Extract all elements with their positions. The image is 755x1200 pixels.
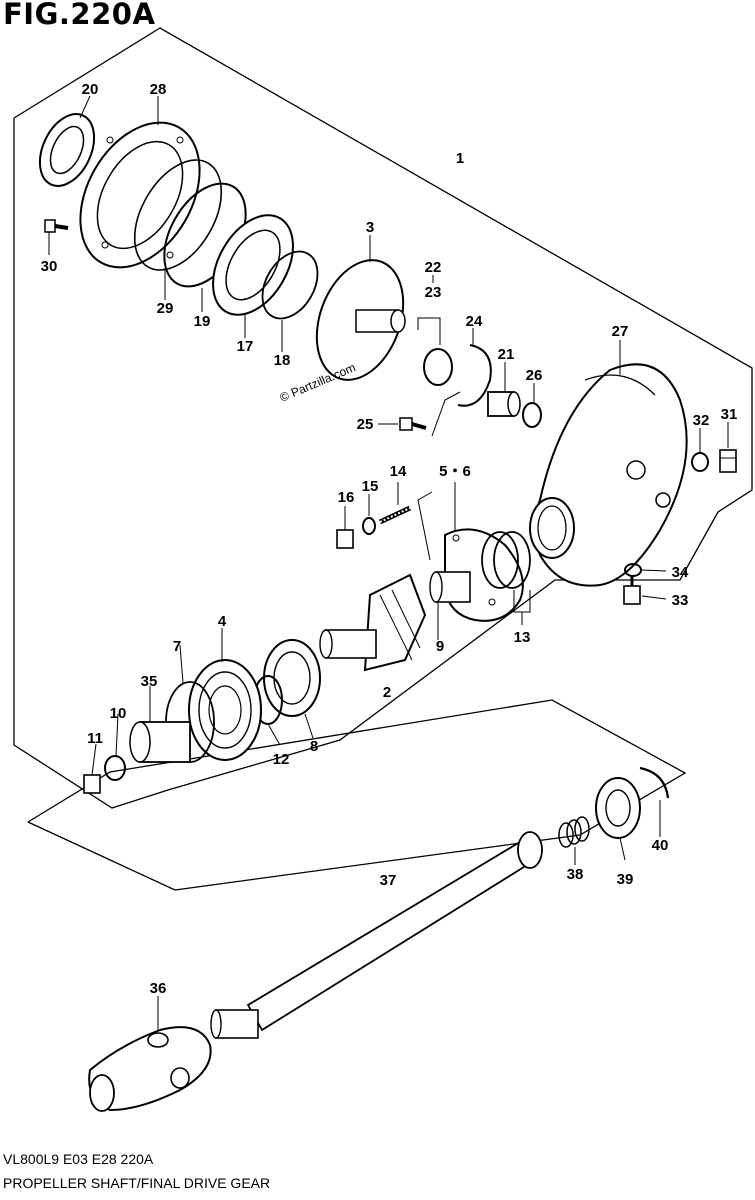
- callout-27: 27: [612, 323, 629, 340]
- bolt-part-30[interactable]: [44, 219, 69, 233]
- o-ring-part-18[interactable]: [251, 242, 329, 328]
- callout-3: 3: [366, 219, 374, 236]
- washer-part-15[interactable]: [362, 517, 376, 535]
- figure-title: FIG.220A: [3, 0, 156, 31]
- shim-part-23[interactable]: [423, 348, 453, 386]
- callout-35: 35: [141, 673, 158, 690]
- callout-14: 14: [390, 463, 407, 480]
- callout-1: 1: [456, 150, 464, 167]
- callout-16: 16: [338, 489, 355, 506]
- circlip-part-40[interactable]: [639, 766, 670, 799]
- diagram-caption: PROPELLER SHAFT/FINAL DRIVE GEAR: [3, 1175, 271, 1191]
- callout-28: 28: [150, 81, 167, 98]
- callout-7: 7: [173, 638, 181, 655]
- callout-39: 39: [617, 871, 634, 888]
- spring-part-38[interactable]: [558, 816, 590, 848]
- bolt-part-25[interactable]: [399, 391, 461, 437]
- ring-part-26[interactable]: [522, 402, 542, 428]
- shim-part-13[interactable]: [481, 531, 531, 613]
- callout-34: 34: [672, 564, 689, 581]
- callout-12: 12: [273, 751, 290, 768]
- callout-9: 9: [436, 638, 444, 655]
- callout-22: 22: [425, 259, 442, 276]
- callout-40: 40: [652, 837, 669, 854]
- leader-lines: [48, 95, 729, 1032]
- damper-cam-part-4[interactable]: [188, 659, 262, 761]
- bearing-part-17[interactable]: [197, 201, 310, 329]
- callout-17: 17: [237, 338, 254, 355]
- o-ring-part-29[interactable]: [117, 145, 239, 285]
- drain-plug-part-33[interactable]: [623, 576, 641, 605]
- propeller-shaft-part-37[interactable]: [210, 831, 543, 1039]
- diagram-code: VL800L9 E03 E28 220A: [3, 1151, 154, 1167]
- callout-38: 38: [567, 866, 584, 883]
- washer-part-10[interactable]: [104, 755, 126, 781]
- callout-26: 26: [526, 367, 543, 384]
- callout-labels: 1 20 28 30 29 19 17 18 3 22 23 24 21 26 …: [41, 81, 738, 997]
- callout-30: 30: [41, 258, 58, 275]
- callout-24: 24: [466, 313, 483, 330]
- callout-2: 2: [383, 684, 391, 701]
- spline-joint-part-35[interactable]: [129, 721, 191, 763]
- coupling-part-9[interactable]: [429, 571, 471, 603]
- needle-bearing-part-21[interactable]: [487, 391, 521, 417]
- callout-31: 31: [721, 406, 738, 423]
- boot-part-39[interactable]: [595, 777, 641, 839]
- pinion-gear-part-2[interactable]: [319, 573, 427, 672]
- callout-10: 10: [110, 705, 127, 722]
- callout-15: 15: [362, 478, 379, 495]
- plug-part-31[interactable]: [719, 449, 737, 473]
- callout-18: 18: [274, 352, 291, 369]
- ring-gear-part-3[interactable]: [301, 248, 419, 392]
- callout-32: 32: [693, 412, 710, 429]
- callout-25: 25: [357, 416, 374, 433]
- stud-part-14[interactable]: [378, 505, 412, 525]
- oil-seal-part-20[interactable]: [29, 105, 105, 194]
- callout-37: 37: [380, 872, 397, 889]
- callout-11: 11: [87, 730, 103, 747]
- callout-21: 21: [498, 346, 515, 363]
- callout-8: 8: [310, 738, 318, 755]
- nut-part-11[interactable]: [83, 774, 101, 794]
- assembly-2-outline: [27, 699, 687, 891]
- callout-29: 29: [157, 300, 174, 317]
- circlip-part-24[interactable]: [457, 344, 492, 407]
- assembly-1-outline: [13, 27, 753, 809]
- washer-part-32[interactable]: [691, 452, 709, 472]
- callout-19: 19: [194, 313, 211, 330]
- callout-13: 13: [514, 629, 531, 646]
- bearing-part-8[interactable]: [263, 639, 321, 717]
- universal-joint-part-36[interactable]: [88, 1026, 212, 1112]
- callout-36: 36: [150, 980, 167, 997]
- callout-33: 33: [672, 592, 689, 609]
- callout-23: 23: [425, 284, 442, 301]
- callout-20: 20: [82, 81, 99, 98]
- callout-4: 4: [218, 613, 227, 630]
- final-gear-case-part-27[interactable]: [529, 363, 688, 587]
- nut-part-16[interactable]: [336, 529, 354, 549]
- callout-5-6: 5・6: [439, 463, 471, 480]
